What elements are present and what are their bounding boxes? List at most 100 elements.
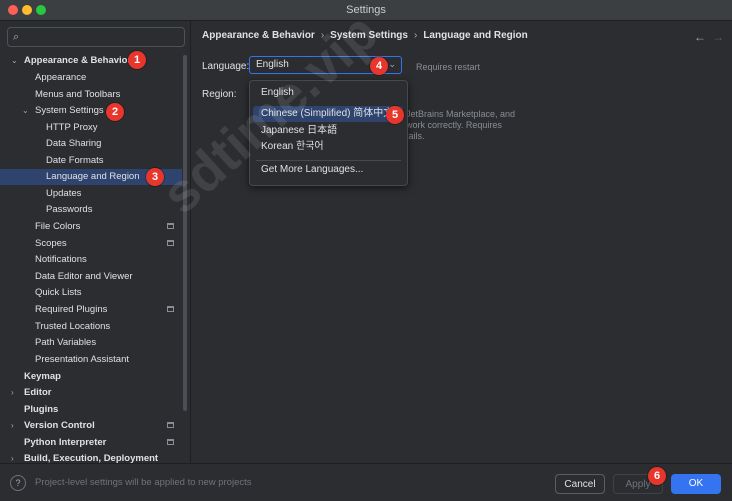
footer-info-text: Project-level settings will be applied t… (35, 477, 252, 488)
cancel-button[interactable]: Cancel (555, 474, 605, 494)
language-option[interactable]: Korean 한국어 (253, 139, 403, 155)
step-badge-5: 5 (386, 106, 404, 124)
language-label: Language: (202, 61, 250, 72)
language-option-label: English (261, 87, 294, 98)
project-scope-icon (167, 439, 174, 445)
sidebar-item[interactable]: Date Formats (0, 153, 182, 169)
minimize-window-button[interactable] (22, 5, 32, 15)
sidebar-item[interactable]: HTTP Proxy (0, 120, 182, 136)
sidebar-item[interactable]: ⌄Appearance & Behavior (0, 53, 182, 69)
sidebar-item-label: Menus and Toolbars (35, 89, 121, 100)
sidebar-item[interactable]: ⌄System Settings (0, 103, 182, 119)
sidebar-item[interactable]: Menus and Toolbars (0, 87, 182, 103)
sidebar-item[interactable]: Trusted Locations (0, 319, 182, 335)
sidebar-item[interactable]: Passwords (0, 202, 182, 218)
sidebar-item-label: Notifications (35, 254, 87, 265)
sidebar-item-label: Path Variables (35, 337, 97, 348)
language-option-label: Japanese 日本語 (261, 125, 338, 136)
project-scope-icon (167, 422, 174, 428)
language-selected-value: English (256, 59, 289, 70)
close-window-button[interactable] (8, 5, 18, 15)
region-label: Region: (202, 89, 237, 100)
help-button[interactable]: ? (10, 475, 26, 491)
sidebar-item[interactable]: Presentation Assistant (0, 352, 182, 368)
dialog-footer: ? Project-level settings will be applied… (0, 463, 732, 501)
project-scope-icon (167, 306, 174, 312)
sidebar-scrollbar[interactable] (183, 55, 187, 411)
forward-arrow-icon[interactable]: → (712, 30, 724, 44)
language-option[interactable]: Chinese (Simplified) 简体中文 (253, 106, 403, 122)
sidebar-item-label: Scopes (35, 238, 67, 249)
sidebar-item-label: Appearance (35, 72, 87, 83)
sidebar-item-label: Date Formats (46, 155, 104, 166)
sidebar-item[interactable]: Quick Lists (0, 285, 182, 301)
ok-button[interactable]: OK (671, 474, 721, 494)
language-option[interactable]: Get More Languages... (253, 162, 403, 178)
breadcrumb-item[interactable]: System Settings (330, 30, 408, 41)
sidebar-item-label: Quick Lists (35, 287, 82, 298)
sidebar-item[interactable]: Python Interpreter (0, 435, 182, 451)
language-option[interactable]: Japanese 日本語 (253, 123, 403, 139)
project-scope-icon (167, 223, 174, 229)
sidebar-item[interactable]: › Version Control (0, 418, 182, 434)
chevron-down-icon[interactable]: ⌄ (11, 56, 18, 65)
settings-content: Appearance & Behavior›System Settings›La… (191, 21, 732, 463)
language-option-label: Chinese (Simplified) 简体中文 (261, 108, 394, 119)
sidebar-item[interactable]: Required Plugins (0, 302, 182, 318)
chevron-right-icon[interactable]: › (11, 388, 14, 397)
sidebar-item-label: Presentation Assistant (35, 354, 129, 365)
chevron-right-icon[interactable]: › (11, 421, 14, 430)
language-dropdown[interactable]: English ⌄ (249, 56, 402, 74)
sidebar-item[interactable]: Data Editor and Viewer (0, 269, 182, 285)
sidebar-item-label: Trusted Locations (35, 321, 111, 332)
sidebar-item-label: Editor (24, 387, 52, 398)
popup-divider (256, 160, 401, 161)
search-icon: ⌕ (13, 31, 20, 43)
step-badge-2: 2 (106, 103, 124, 121)
sidebar-item[interactable]: File Colors (0, 219, 182, 235)
sidebar-item-label: Required Plugins (35, 304, 108, 315)
language-option-label: Get More Languages... (261, 164, 364, 175)
sidebar-item[interactable]: Updates (0, 186, 182, 202)
sidebar-item[interactable]: Data Sharing (0, 136, 182, 152)
sidebar-item-label: HTTP Proxy (46, 122, 98, 133)
breadcrumb-current: Language and Region (423, 30, 528, 41)
requires-restart-note: Requires restart (416, 62, 481, 72)
breadcrumb-item[interactable]: Appearance & Behavior (202, 30, 315, 41)
language-option[interactable]: English (253, 85, 403, 101)
window-title: Settings (346, 4, 386, 16)
sidebar-item[interactable]: ›Build, Execution, Deployment (0, 451, 182, 467)
sidebar-item-label: Data Sharing (46, 138, 102, 149)
sidebar-item[interactable]: Path Variables (0, 335, 182, 351)
step-badge-6: 6 (648, 467, 666, 485)
sidebar-item-label: Keymap (24, 371, 61, 382)
sidebar-item-label: Python Interpreter (24, 437, 107, 448)
step-badge-1: 1 (128, 51, 146, 69)
sidebar-item[interactable]: Language and Region (0, 169, 182, 185)
sidebar-item-label: Passwords (46, 204, 93, 215)
language-option-label: Korean 한국어 (261, 141, 324, 152)
back-arrow-icon[interactable]: ← (694, 30, 706, 44)
chevron-down-icon: ⌄ (388, 59, 396, 69)
chevron-right-icon[interactable]: › (11, 454, 14, 463)
step-badge-3: 3 (146, 168, 164, 186)
sidebar-item[interactable]: Keymap (0, 369, 182, 385)
sidebar-item[interactable]: › Editor (0, 385, 182, 401)
chevron-down-icon[interactable]: ⌄ (22, 106, 29, 115)
zoom-window-button[interactable] (36, 5, 46, 15)
region-description-line: JetBrains Marketplace, and (406, 109, 516, 119)
search-input[interactable]: ⌕ (7, 27, 185, 47)
breadcrumb: Appearance & Behavior›System Settings›La… (202, 30, 528, 41)
sidebar-item[interactable]: Notifications (0, 252, 182, 268)
sidebar-item-label: Language and Region (46, 171, 140, 182)
sidebar-item[interactable]: Scopes (0, 236, 182, 252)
sidebar-item-label: Version Control (24, 420, 95, 431)
sidebar-item[interactable]: Appearance (0, 70, 182, 86)
project-scope-icon (167, 240, 174, 246)
sidebar-item-label: File Colors (35, 221, 81, 232)
apply-button[interactable]: Apply (613, 474, 663, 494)
sidebar-item[interactable]: Plugins (0, 402, 182, 418)
region-description-line: tails. (406, 131, 425, 141)
